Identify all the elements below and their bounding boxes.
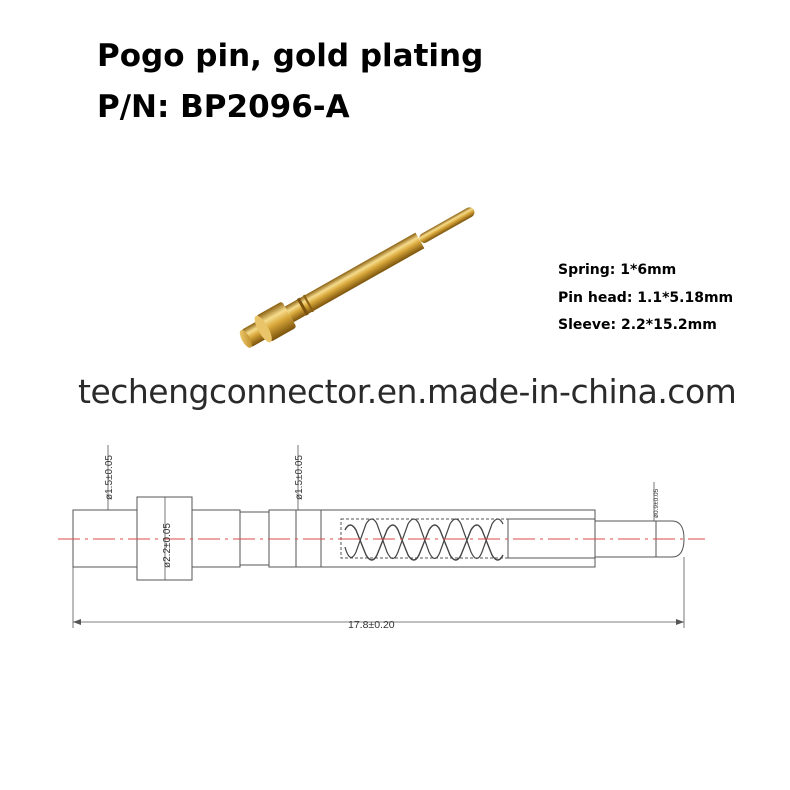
part-number: P/N: BP2096-A [97,89,350,125]
dim-total-length: 17.8±0.20 [348,619,395,631]
spring-coil [344,524,504,561]
dimension-arrows [73,619,684,625]
product-title: Pogo pin, gold plating [97,38,484,74]
spec-spring: Spring: 1*6mm [558,262,677,278]
spec-pin-head: Pin head: 1.1*5.18mm [558,290,734,306]
dim-barrel-diameter: ø1.5±0.05 [294,455,305,500]
dimension-lines [72,445,685,628]
pogo-pin-photo [239,207,475,348]
tip-pin [595,520,685,558]
website-watermark: techengconnector.en.made-in-china.com [78,372,737,411]
dim-tail-diameter: ø1.5±0.05 [104,455,115,500]
dim-collar-diameter: ø2.2±0.05 [162,523,173,568]
spec-sleeve: Sleeve: 2.2*15.2mm [558,317,717,333]
dim-tip-diameter: ø0.9±0.05 [653,488,660,518]
